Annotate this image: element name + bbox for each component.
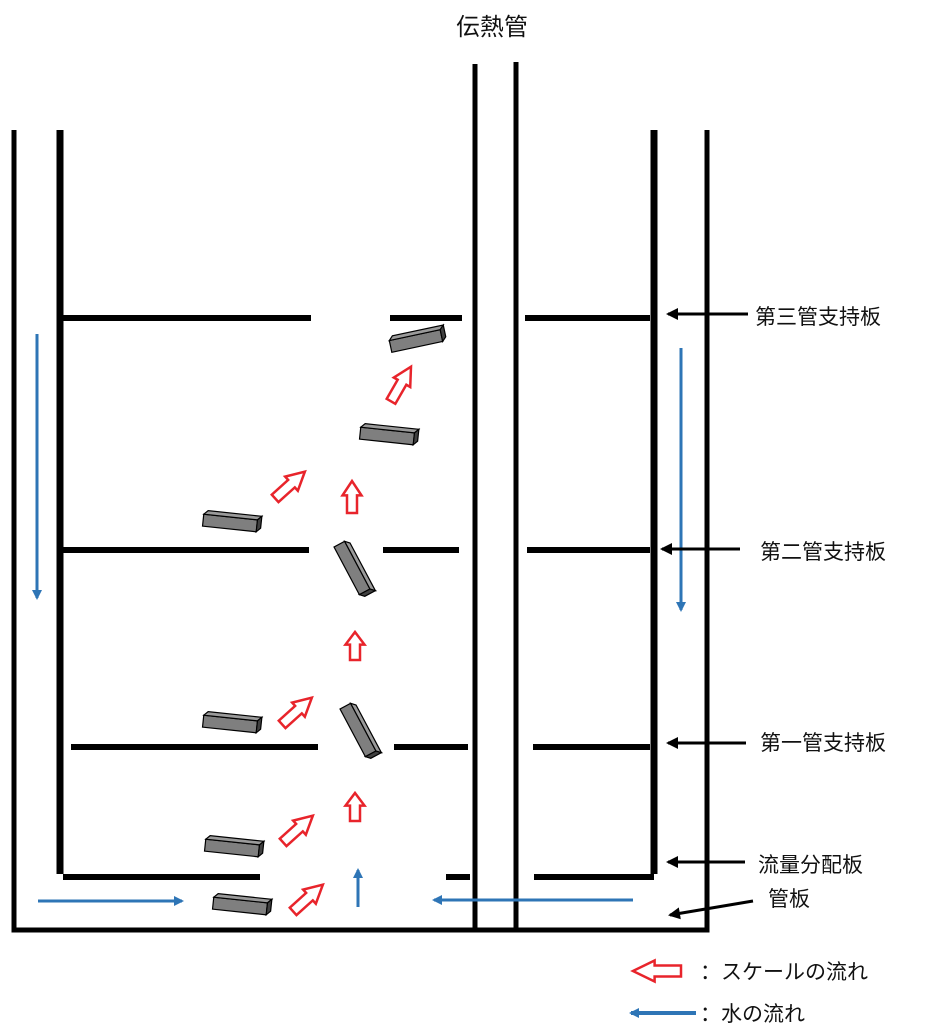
scale-flow-arrow <box>278 813 315 848</box>
label-pointers <box>660 308 754 920</box>
scale-chip <box>211 893 274 917</box>
label-third-support-plate: 第三管支持板 <box>755 305 881 329</box>
scale-chip <box>333 540 377 597</box>
scale-flow-arrow <box>277 695 314 730</box>
legend-scale-flow: ：スケールの流れ <box>700 960 868 984</box>
scale-flow-arrow <box>270 469 307 504</box>
outer-vessel <box>11 130 710 933</box>
scale-chip <box>388 323 447 353</box>
label-second-support-plate: 第二管支持板 <box>760 540 886 564</box>
label-first-support-plate: 第一管支持板 <box>760 731 886 755</box>
scale-flow-arrows <box>270 364 413 917</box>
scale-chips <box>201 323 447 917</box>
scale-flow-arrow <box>288 882 325 917</box>
scale-chip <box>201 510 264 534</box>
hollow-red-arrow-icon <box>630 958 683 984</box>
legend: ：スケールの流れ ：水の流れ <box>629 958 868 1025</box>
legend-water-flow: ：水の流れ <box>700 1002 805 1025</box>
heat-transfer-tube <box>472 62 519 928</box>
scale-chip <box>203 835 266 859</box>
heat-tube-title: 伝熱管 <box>456 13 528 41</box>
label-tube-sheet: 管板 <box>768 887 810 911</box>
hollow-red-arrow-icon <box>630 958 683 984</box>
scale-flow-arrow <box>342 790 368 823</box>
scale-flow-arrow <box>340 478 364 515</box>
water-flow-arrows <box>32 334 686 907</box>
label-flow-distribution-plate: 流量分配板 <box>758 853 863 877</box>
scale-chip <box>201 711 264 735</box>
pointer-tube-sheet <box>668 899 754 920</box>
inner-wrapper <box>56 130 658 874</box>
scale-flow-arrow <box>342 629 368 662</box>
scale-chip <box>339 702 383 759</box>
scale-chip <box>358 423 421 447</box>
scale-flow-arrow <box>384 364 413 406</box>
